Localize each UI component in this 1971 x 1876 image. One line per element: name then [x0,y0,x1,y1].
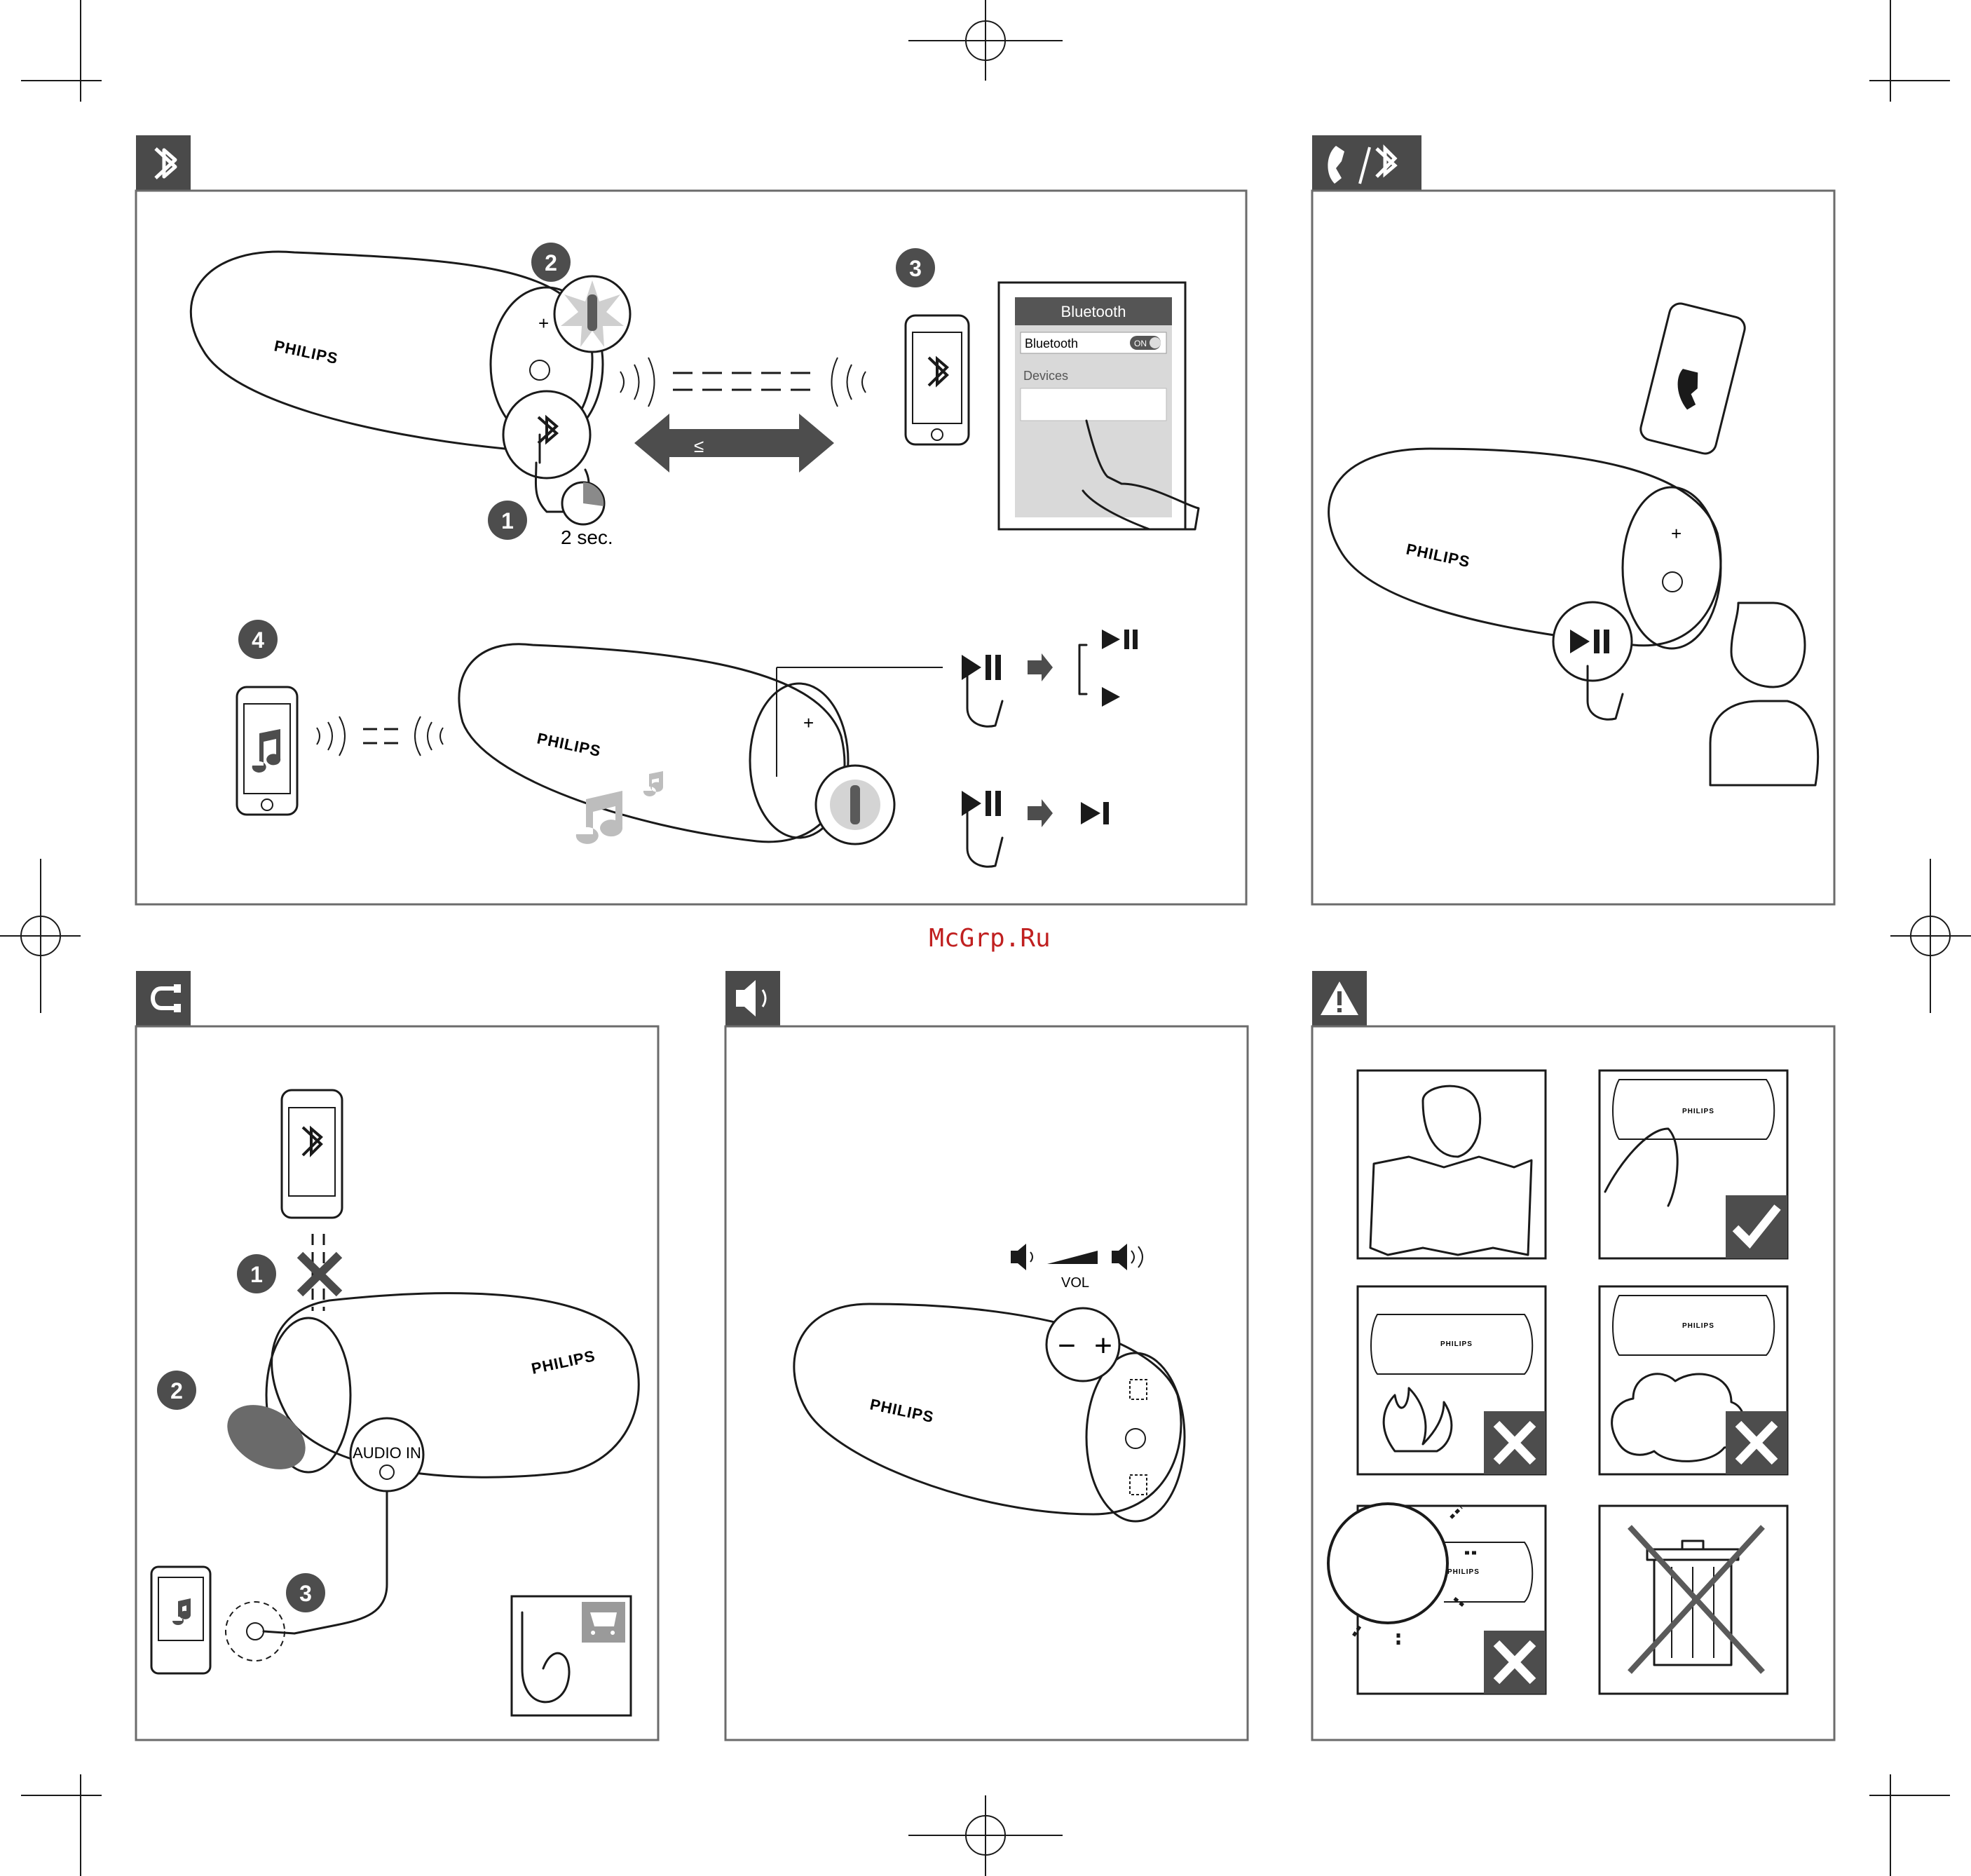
panel-bluetooth: PHILIPS + 2 sec. 1 2 [136,135,1246,904]
svg-text:1: 1 [250,1262,263,1287]
svg-text:PHILIPS: PHILIPS [1440,1340,1473,1348]
bluetooth-toggle: ON [1130,336,1161,350]
no-dust-tile: PHILIPS [1600,1286,1787,1474]
step-badge-1: 1 [237,1254,276,1293]
svg-text:+: + [538,313,549,334]
no-household-waste-tile [1600,1506,1787,1694]
vol-label: VOL [1061,1275,1089,1291]
speaker-illustration-3: PHILIPS + [1329,449,1721,648]
play-pause-icon [962,655,1002,726]
step-badge-3: 3 [286,1573,325,1612]
brand-label: PHILIPS [273,337,340,367]
svg-text:1: 1 [501,508,514,533]
hold-time-label: 2 sec. [561,526,613,548]
svg-text:PHILIPS: PHILIPS [1682,1322,1714,1330]
speaker-illustration-4: PHILIPS [216,1293,639,1483]
devices-label: Devices [1023,369,1068,383]
svg-text:3: 3 [299,1581,312,1606]
step-badge-2: 2 [531,243,571,282]
svg-text:2: 2 [170,1378,183,1403]
svg-text:+: + [803,712,814,733]
headphone-jack-callout [226,1602,294,1661]
phone-icon [906,315,969,444]
watermark: McGrp.Ru [929,924,1050,953]
person-on-call-icon [1710,603,1818,785]
svg-text:≤: ≤ [694,435,704,456]
music-player-icon [151,1567,210,1673]
step-badge-3: 3 [896,248,935,287]
led-flash-callout [554,276,630,352]
double-press-icon [962,791,1002,866]
phone-icon-unpaired [282,1090,342,1311]
distance-arrow: ≤ [634,414,834,473]
panel-safety: PHILIPS PHILIPS PHILIPS PHILIPS [1312,971,1834,1740]
step-badge-2: 2 [157,1371,196,1410]
svg-text:2: 2 [545,250,557,276]
speaker-illustration-2: PHILIPS + [459,644,894,844]
volume-minus: − [1058,1328,1076,1363]
timer-icon [562,482,604,524]
svg-text:PHILIPS: PHILIPS [1682,1108,1714,1115]
no-sunlight-tile: PHILIPS [1328,1504,1546,1694]
play-pause-icon-small [1102,630,1138,649]
step-badge-1: 1 [488,501,527,540]
play-icon [1102,687,1120,707]
panel-audio-in: 1 PHILIPS 2 AUDIO IN [136,971,658,1740]
music-notes-icon [576,771,663,844]
svg-text:PHILIPS: PHILIPS [536,729,603,760]
next-track-icon [1081,802,1109,824]
panel-volume: VOL PHILIPS − + [725,971,1248,1740]
svg-text:+: + [1671,523,1682,544]
wipe-dry-cloth-tile: PHILIPS [1600,1070,1787,1258]
signal-waves-2 [317,716,443,756]
bluetooth-toggle-label: Bluetooth [1025,337,1078,351]
phone-screen-zoom: Bluetooth Bluetooth ON Devices [999,283,1199,529]
volume-scale: VOL [1011,1244,1143,1291]
svg-text:PHILIPS: PHILIPS [530,1347,597,1378]
answer-button-callout [1553,602,1632,719]
volume-plus: + [1094,1328,1112,1363]
panel-call: PHILIPS + [1312,135,1834,904]
svg-text:ON: ON [1134,339,1147,348]
screen-header: Bluetooth [1061,303,1126,320]
read-manual-tile [1358,1070,1546,1258]
svg-text:3: 3 [909,256,922,281]
svg-text:PHILIPS: PHILIPS [868,1395,936,1426]
speaker-illustration-5: PHILIPS [794,1304,1185,1521]
svg-text:PHILIPS: PHILIPS [1447,1568,1480,1576]
signal-waves [620,358,866,407]
volume-buttons-callout: − + [1046,1308,1119,1381]
step-badge-4: 4 [238,620,278,659]
incoming-call-phone [1638,301,1747,456]
music-phone-icon [237,687,297,815]
cable-accessory-box [512,1596,631,1715]
no-fire-tile: PHILIPS [1358,1286,1546,1474]
audio-in-label: AUDIO IN [353,1444,421,1462]
svg-text:4: 4 [252,627,264,653]
svg-text:PHILIPS: PHILIPS [1405,540,1472,571]
